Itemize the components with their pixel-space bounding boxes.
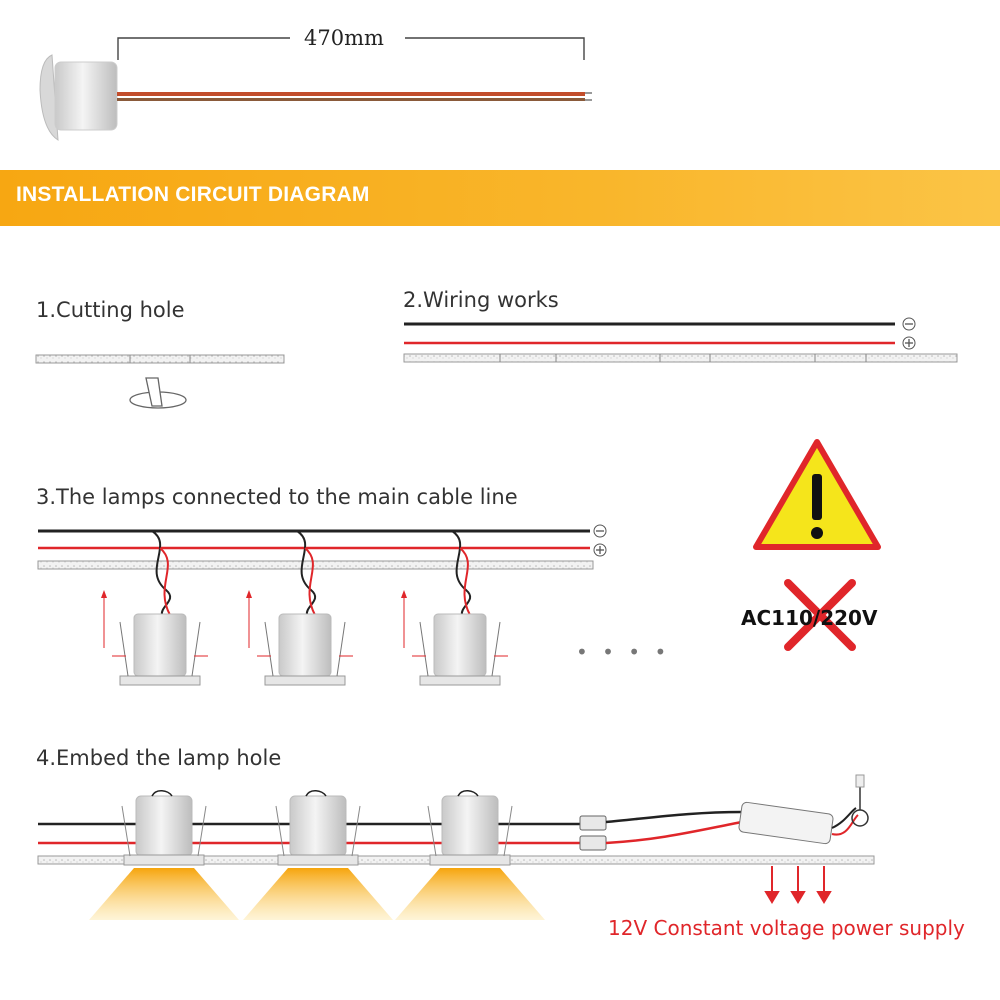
red-x-icon [784,579,856,651]
more-lamps-ellipsis: • • • • [576,640,671,664]
section-banner: INSTALLATION CIRCUIT DIAGRAM [0,170,1000,226]
led-driver [738,774,869,845]
banner-title: INSTALLATION CIRCUIT DIAGRAM [16,183,370,206]
step2-wiring [403,317,958,363]
embedded-lamp [395,790,545,920]
dimension-line [117,37,585,60]
embedded-lamp [243,790,393,920]
dimension-label: 470mm [298,26,390,50]
step-1-label: 1.Cutting hole [36,298,185,322]
step4-lamps [89,790,545,920]
step-2-label: 2.Wiring works [403,288,559,312]
power-supply-label: 12V Constant voltage power supply [608,916,965,940]
lamp-unit [101,530,208,686]
lamp-unit [401,530,508,686]
step-4-label: 4.Embed the lamp hole [36,746,282,770]
warning-triangle-icon [753,439,881,550]
hole-saw-icon [129,377,187,409]
lamp-unit [246,530,353,686]
product-lamp-with-cable [39,54,592,141]
embedded-lamp [89,790,239,920]
warning-voltage-label: AC110/220V [741,606,878,630]
supply-arrows [764,866,832,904]
step-3-label: 3.The lamps connected to the main cable … [36,485,518,509]
connector-block [579,810,743,851]
step1-ceiling-board [35,354,285,364]
step3-main-cable [37,524,607,570]
step3-lamps [101,530,508,686]
